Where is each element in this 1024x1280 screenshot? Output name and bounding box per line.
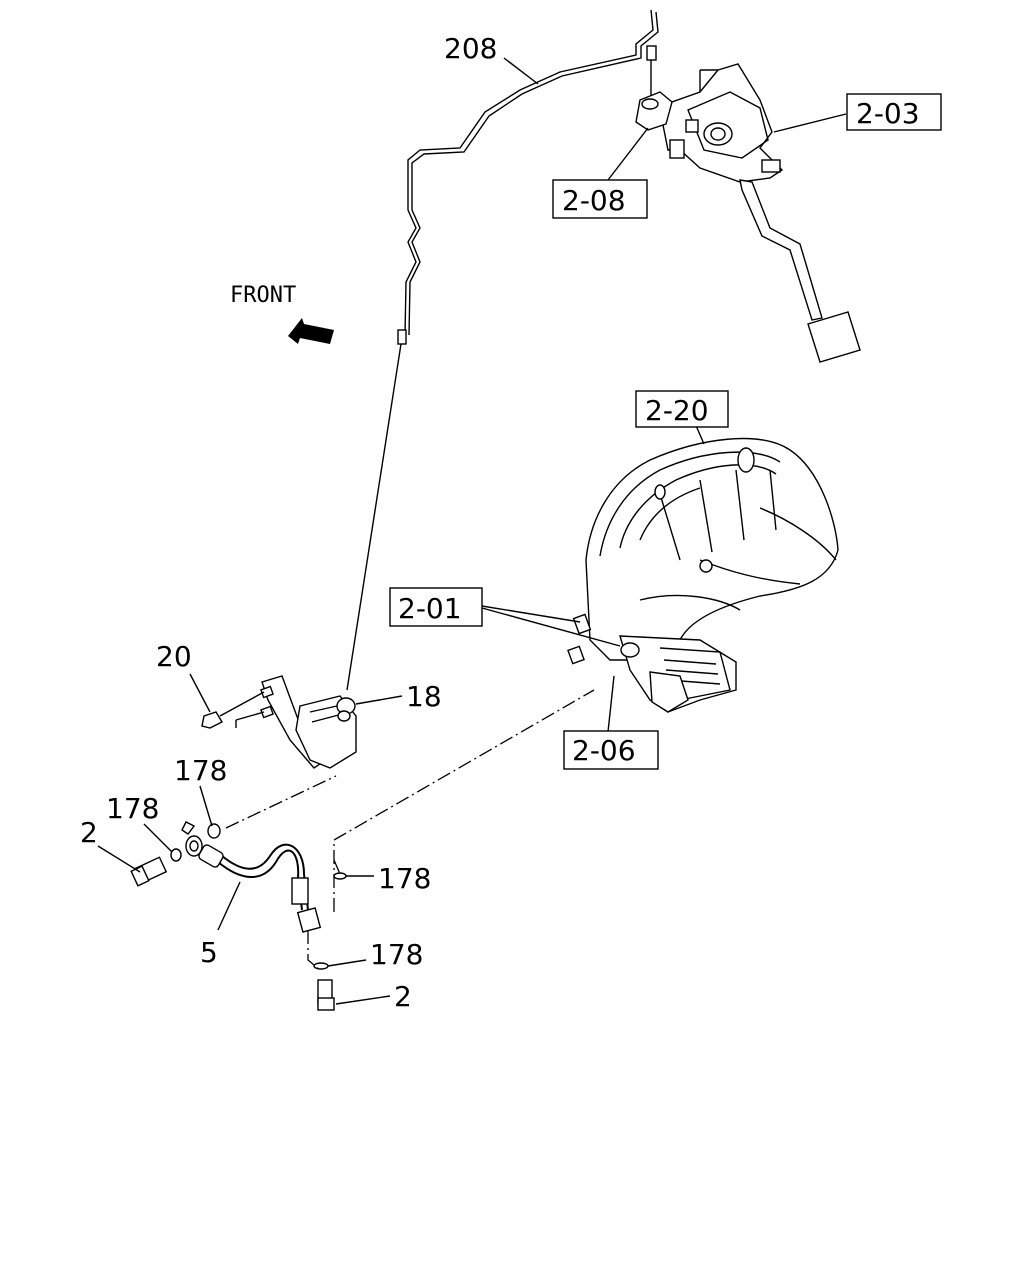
callout-5: 5 bbox=[200, 936, 218, 969]
callout-178-upper: 178 bbox=[174, 754, 227, 787]
transmission-housing bbox=[585, 437, 839, 661]
callout-2-20: 2-20 bbox=[645, 394, 709, 427]
reference-boxes bbox=[389, 93, 942, 770]
clutch-pedal-assembly bbox=[635, 63, 861, 363]
callout-18: 18 bbox=[406, 680, 442, 713]
callout-178-lower: 178 bbox=[370, 938, 423, 971]
clutch-damper-bracket bbox=[201, 675, 357, 769]
slave-cylinder bbox=[567, 613, 737, 713]
front-direction-indicator: FRONT bbox=[230, 283, 334, 344]
callout-2-06: 2-06 bbox=[572, 734, 636, 767]
assembly-lines bbox=[225, 689, 595, 971]
callout-2-01: 2-01 bbox=[398, 592, 462, 625]
callout-20: 20 bbox=[156, 640, 192, 673]
callout-2-lower: 2 bbox=[394, 980, 412, 1013]
clutch-pipe-208 bbox=[346, 9, 659, 691]
banjo-bolts-2 bbox=[130, 856, 335, 1011]
clutch-hose-5 bbox=[181, 821, 322, 933]
callout-178-left: 178 bbox=[106, 792, 159, 825]
callout-208: 208 bbox=[444, 32, 497, 65]
callout-2-03: 2-03 bbox=[856, 97, 920, 130]
front-arrow-icon bbox=[288, 318, 334, 344]
callout-2-08: 2-08 bbox=[562, 184, 626, 217]
front-label: FRONT bbox=[230, 283, 296, 308]
callout-2-left: 2 bbox=[80, 816, 98, 849]
callout-178-right: 178 bbox=[378, 862, 431, 895]
callout-labels: 208 2-03 2-08 2-20 2-01 2-06 20 18 178 1… bbox=[80, 32, 920, 1013]
